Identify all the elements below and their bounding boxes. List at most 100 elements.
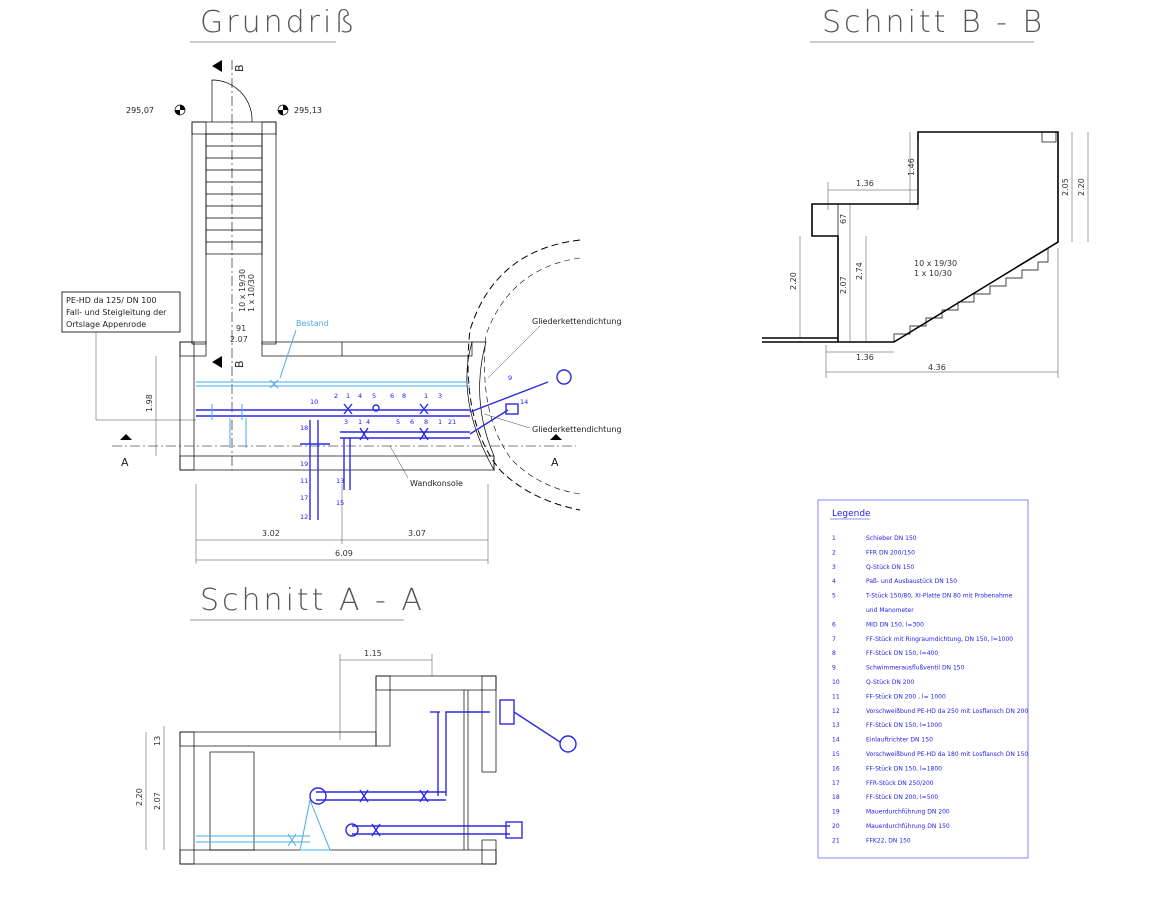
section-b-title: Schnitt B - B xyxy=(810,5,1042,43)
legend-item-text: Q-Stück DN 200 xyxy=(866,679,914,686)
stair-treads xyxy=(205,133,263,255)
legend-item-text: FFR DN 200/150 xyxy=(866,549,915,556)
legend-item-text: FF-Stück DN 150, l=1000 xyxy=(866,722,942,729)
svg-text:5: 5 xyxy=(396,418,400,426)
legend-item-number: 14 xyxy=(832,737,840,744)
legend-item-number: 16 xyxy=(832,765,840,772)
svg-text:PE-HD da 125/ DN 100: PE-HD da 125/ DN 100 xyxy=(66,296,156,305)
svg-text:2.74: 2.74 xyxy=(855,262,864,280)
shaft-wall-left xyxy=(191,121,207,345)
legend-item-text: Paß- und Ausbaustück DN 150 xyxy=(866,578,957,585)
cut-b-arrow-top xyxy=(212,60,222,72)
pipe-numbers-vertical: 18 19 11 17 12 13 15 xyxy=(300,424,344,521)
svg-text:1: 1 xyxy=(438,418,442,426)
svg-text:295,07: 295,07 xyxy=(126,106,154,115)
pipe-run-upper xyxy=(196,369,572,417)
svg-text:67: 67 xyxy=(839,214,848,224)
svg-text:2.07: 2.07 xyxy=(230,335,248,344)
svg-text:Ortslage Appenrode: Ortslage Appenrode xyxy=(66,320,146,329)
legend-item-text: und Manometer xyxy=(866,607,914,614)
svg-text:2.20: 2.20 xyxy=(135,788,144,806)
legend-item-number: 11 xyxy=(832,693,840,700)
legend-item-number: 21 xyxy=(832,837,840,844)
legend-item-number: 13 xyxy=(832,722,840,729)
svg-text:3.02: 3.02 xyxy=(262,529,280,538)
svg-text:Schnitt A - A: Schnitt A - A xyxy=(200,583,425,618)
legend-item-text: FFR-Stück DN 250/200 xyxy=(866,780,934,787)
svg-text:19: 19 xyxy=(300,460,308,468)
svg-text:2.07: 2.07 xyxy=(839,276,848,294)
legend-item-number: 8 xyxy=(832,650,836,657)
legend-item: 3 Q-Stück DN 150 xyxy=(832,564,914,571)
svg-text:4: 4 xyxy=(366,418,370,426)
svg-text:10 x 19/30: 10 x 19/30 xyxy=(914,259,957,268)
svg-text:2: 2 xyxy=(334,392,338,400)
svg-text:A: A xyxy=(551,456,559,469)
svg-text:Wandkonsole: Wandkonsole xyxy=(410,479,463,488)
legend-item-number: 1 xyxy=(832,535,836,542)
pipe-numbers-upper: 10 2 1 4 5 6 8 1 3 9 xyxy=(310,374,512,406)
legend-item-number: 12 xyxy=(832,708,840,715)
shaft-wall-top xyxy=(191,121,277,135)
legend-item: 6 MID DN 150, l=300 xyxy=(832,621,924,628)
svg-text:1: 1 xyxy=(424,392,428,400)
svg-text:Gliederkettendichtung: Gliederkettendichtung xyxy=(532,317,622,326)
svg-text:Bestand: Bestand xyxy=(296,319,329,328)
legend-item: 10 Q-Stück DN 200 xyxy=(832,679,914,686)
legend-item-text: FFK22, DN 150 xyxy=(866,837,911,844)
legend-item-number: 18 xyxy=(832,794,840,801)
legend-item-number: 10 xyxy=(832,679,840,686)
svg-text:2.05: 2.05 xyxy=(1061,178,1070,196)
svg-text:6: 6 xyxy=(390,392,394,400)
svg-text:1.15: 1.15 xyxy=(364,649,382,658)
legend-item-number: 3 xyxy=(832,564,836,571)
legend-item: 14 Einlauftrichter DN 150 xyxy=(832,737,933,744)
legend-item-number: 6 xyxy=(832,621,836,628)
legend-item-number: 19 xyxy=(832,809,840,816)
legend-item-text: FF-Stück mit Ringraumdichtung, DN 150, l… xyxy=(866,636,1013,643)
legend-item: 2 FFR DN 200/150 xyxy=(832,549,915,556)
legend-item-text: Q-Stück DN 150 xyxy=(866,564,914,571)
svg-text:15: 15 xyxy=(336,499,344,507)
svg-text:Legende: Legende xyxy=(832,509,871,519)
svg-text:Fall- und Steigleitung der: Fall- und Steigleitung der xyxy=(66,308,167,317)
svg-text:11: 11 xyxy=(300,477,308,485)
svg-text:13: 13 xyxy=(153,736,162,746)
svg-text:1.36: 1.36 xyxy=(856,353,874,362)
svg-text:3.07: 3.07 xyxy=(408,529,426,538)
svg-text:Grundriß: Grundriß xyxy=(200,5,358,40)
legend-item-number: 2 xyxy=(832,549,836,556)
svg-text:1 x 10/30: 1 x 10/30 xyxy=(914,269,952,278)
section-a-pipes xyxy=(309,699,577,839)
legend-item-text: FF-Stück DN 150, l=1800 xyxy=(866,765,942,772)
svg-text:4: 4 xyxy=(358,392,362,400)
section-a-existing-pipes xyxy=(196,798,331,851)
level-marker-right: 295,13 xyxy=(277,104,322,116)
svg-text:1.46: 1.46 xyxy=(907,158,916,176)
svg-text:14: 14 xyxy=(520,398,528,406)
legend-item-text: Vorschweißbund PE-HD da 250 mit Losflans… xyxy=(866,708,1028,715)
svg-text:1 x 10/30: 1 x 10/30 xyxy=(247,274,256,312)
pipe-fittings-left xyxy=(211,404,247,448)
legend-item-text: Vorschweißbund PE-HD da 180 mit Losflans… xyxy=(866,751,1028,758)
svg-text:6.09: 6.09 xyxy=(335,549,353,558)
svg-text:1.98: 1.98 xyxy=(145,394,154,412)
svg-text:2.20: 2.20 xyxy=(789,272,798,290)
legend-item: 16 FF-Stück DN 150, l=1800 xyxy=(832,765,942,772)
legend-item-text: MID DN 150, l=300 xyxy=(866,621,924,628)
legend-item-text: Einlauftrichter DN 150 xyxy=(866,737,933,744)
svg-text:4.36: 4.36 xyxy=(928,363,946,372)
svg-text:8: 8 xyxy=(402,392,406,400)
pipe-run-vertical xyxy=(300,420,351,520)
legend-item: 13 FF-Stück DN 150, l=1000 xyxy=(832,722,942,729)
svg-text:3: 3 xyxy=(438,392,442,400)
